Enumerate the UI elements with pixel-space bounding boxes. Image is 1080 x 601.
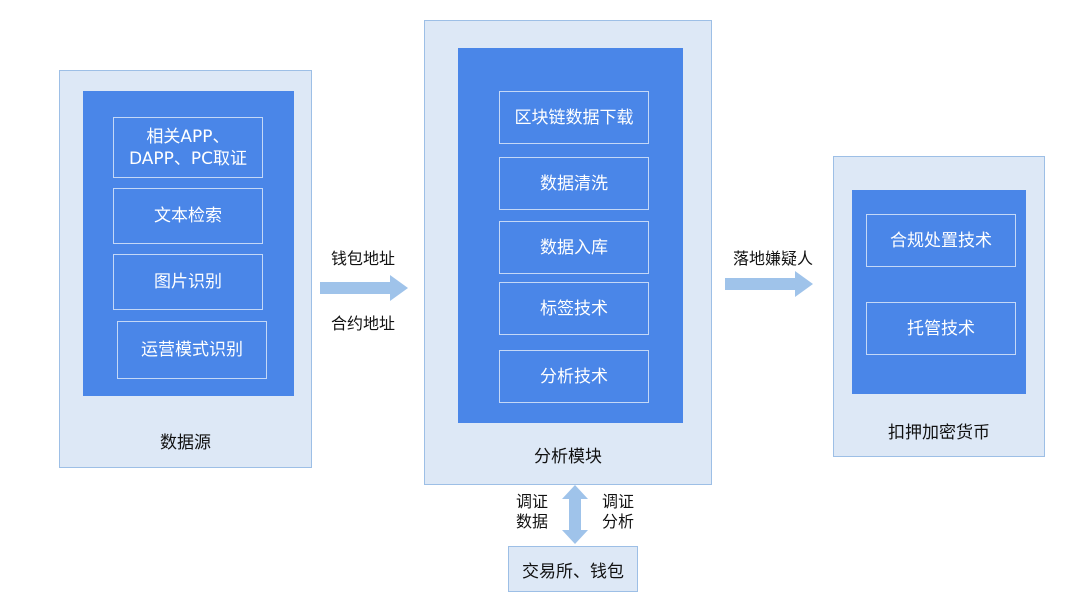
arrow-source-to-analysis <box>320 275 408 301</box>
seizure-inner <box>852 190 1026 394</box>
edge-label-wallet-address: 钱包地址 <box>330 249 395 268</box>
analysis-inner <box>458 48 683 423</box>
analysis-item-storage: 数据入库 <box>499 221 649 274</box>
edge-label-evidence-data: 调证 数据 <box>515 492 548 531</box>
analysis-caption: 分析模块 <box>534 447 602 467</box>
edge-label-suspect: 落地嫌疑人 <box>732 249 813 268</box>
source-item-operation-mode: 运营模式识别 <box>117 321 267 379</box>
analysis-item-download: 区块链数据下载 <box>499 91 649 144</box>
analysis-item-tagging: 标签技术 <box>499 282 649 335</box>
analysis-item-cleaning: 数据清洗 <box>499 157 649 210</box>
arrow-analysis-to-seizure <box>725 271 813 297</box>
seizure-item-compliance: 合规处置技术 <box>866 214 1016 267</box>
source-caption: 数据源 <box>160 433 211 453</box>
edge-label-contract-address: 合约地址 <box>330 314 395 333</box>
edge-label-evidence-analysis: 调证 分析 <box>601 492 634 531</box>
arrow-vertical-bidirectional <box>562 485 588 544</box>
source-item-image-recognition: 图片识别 <box>113 254 263 310</box>
source-item-text-search: 文本检索 <box>113 188 263 244</box>
seizure-caption: 扣押加密货币 <box>888 423 990 443</box>
source-item-forensics: 相关APP、 DAPP、PC取证 <box>113 117 263 178</box>
exchange-wallet-box: 交易所、钱包 <box>508 546 638 592</box>
analysis-item-analysis: 分析技术 <box>499 350 649 403</box>
seizure-item-custody: 托管技术 <box>866 302 1016 355</box>
